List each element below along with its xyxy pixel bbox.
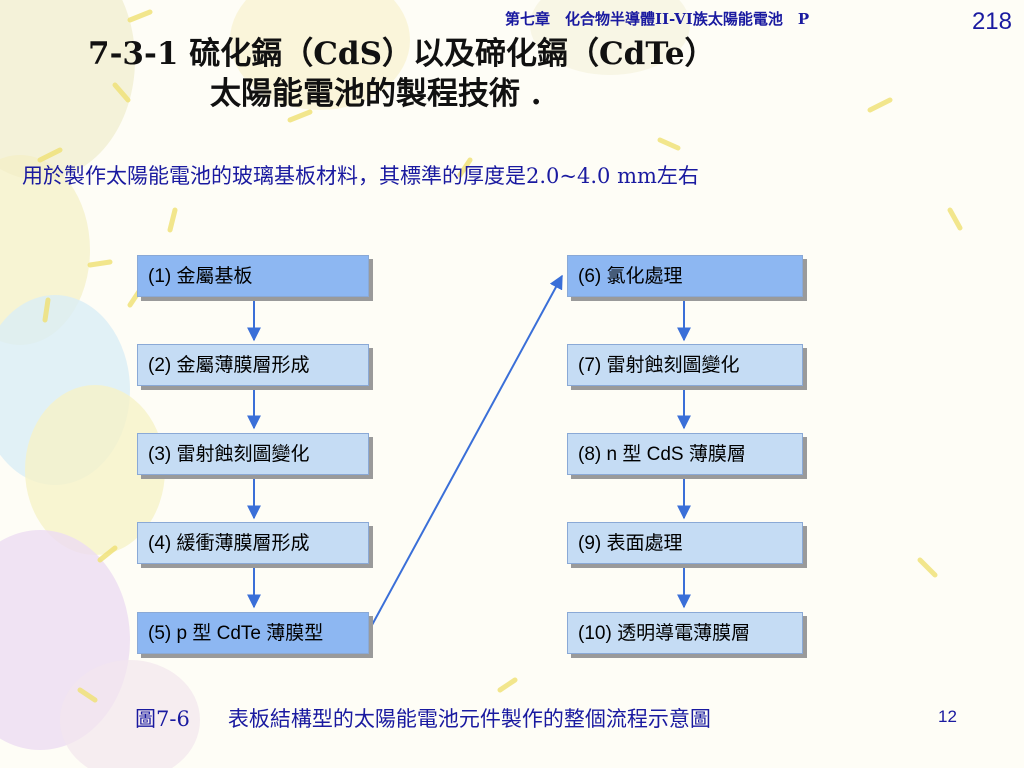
title-line-1: 7-3-1 硫化鎘（CdS）以及碲化鎘（CdTe） xyxy=(88,36,716,72)
step-box-5: (5) p 型 CdTe 薄膜型 xyxy=(137,612,369,654)
step-box-10: (10) 透明導電薄膜層 xyxy=(567,612,803,654)
step-box-4: (4) 緩衝薄膜層形成 xyxy=(137,522,369,564)
balloon-decoration xyxy=(530,0,690,75)
figure-caption-text: 表板結構型的太陽能電池元件製作的整個流程示意圖 xyxy=(227,707,711,731)
step-box-8: (8) n 型 CdS 薄膜層 xyxy=(567,433,803,475)
figure-caption: 圖7-6 表板結構型的太陽能電池元件製作的整個流程示意圖 xyxy=(135,703,711,733)
page-number: 218 xyxy=(971,8,1012,35)
confetti-lines xyxy=(37,9,963,703)
figure-number: 圖7-6 xyxy=(135,707,190,731)
balloon-decoration xyxy=(230,0,410,110)
balloon-decoration xyxy=(0,0,135,180)
step-box-1: (1) 金屬基板 xyxy=(137,255,369,297)
chapter-header: 第七章 化合物半導體II-VI族太陽能電池 P xyxy=(505,10,810,28)
arrow-5-6 xyxy=(371,274,563,626)
title-line-2: 太陽能電池的製程技術 . xyxy=(210,76,542,112)
subtitle: 用於製作太陽能電池的玻璃基板材料，其標準的厚度是2.0~4.0 mm左右 xyxy=(22,164,699,188)
step-box-9: (9) 表面處理 xyxy=(567,522,803,564)
slide-number: 12 xyxy=(938,707,957,726)
step-box-7: (7) 雷射蝕刻圖變化 xyxy=(567,344,803,386)
step-box-3: (3) 雷射蝕刻圖變化 xyxy=(137,433,369,475)
balloon-decoration xyxy=(60,660,200,768)
step-box-6: (6) 氯化處理 xyxy=(567,255,803,297)
slide-title: 7-3-1 硫化鎘（CdS）以及碲化鎘（CdTe） 太陽能電池的製程技術 . xyxy=(88,34,716,114)
step-box-2: (2) 金屬薄膜層形成 xyxy=(137,344,369,386)
balloon-decoration xyxy=(25,385,165,555)
